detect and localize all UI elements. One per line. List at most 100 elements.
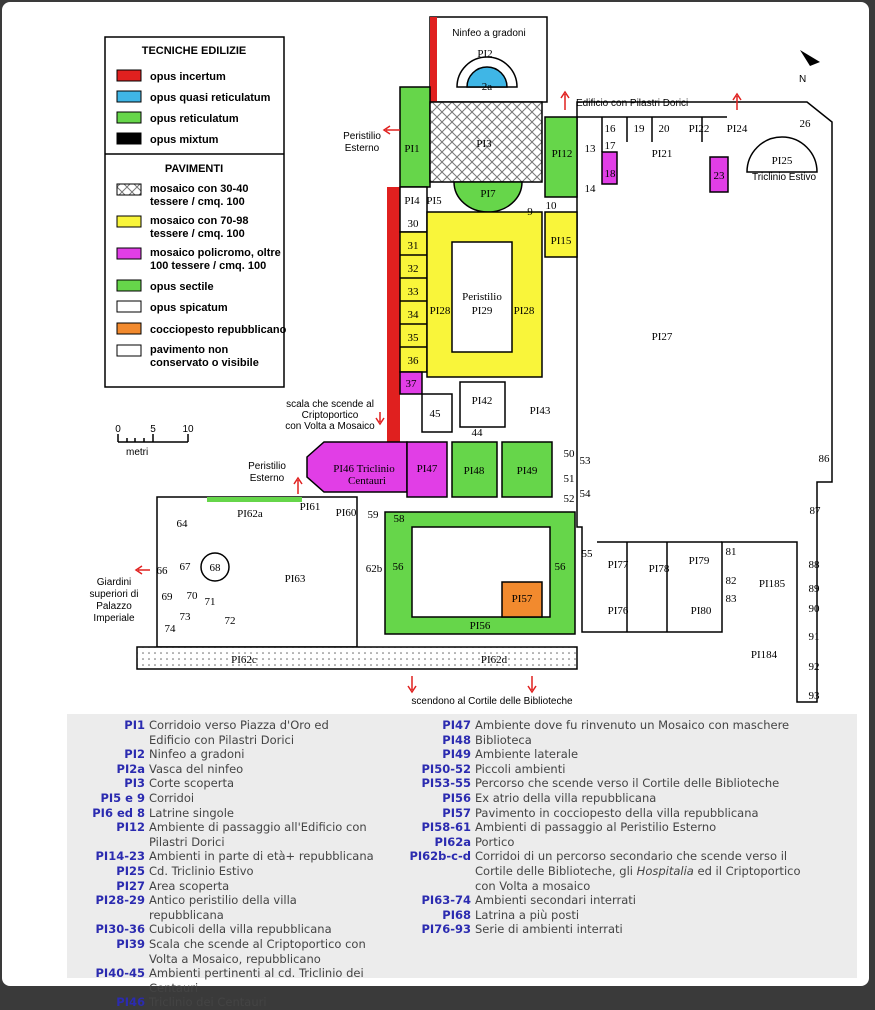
room-code: PI39 (116, 936, 145, 951)
map-label: PI61 (300, 501, 321, 513)
map-label: PI43 (530, 405, 551, 417)
map-label: 36 (408, 355, 420, 367)
map-label: PI185 (759, 578, 786, 590)
legend-item: 100 tessere / cmq. 100 (150, 260, 266, 272)
room-labels: PI2 2a PI1 PI3 PI12 PI7 PI4 30 31 32 33 … (157, 48, 831, 702)
map-label: Criptoportico (302, 410, 359, 421)
room-description: Ex atrio della villa repubblicana (475, 791, 855, 806)
map-label: Ninfeo a gradoni (452, 28, 525, 39)
description-line: Latrine singole (149, 805, 234, 820)
room-code: PI53-55 (421, 776, 472, 791)
description-line: Triclinio dei Centauri (149, 995, 267, 1010)
description-line: Vasca del ninfeo (149, 761, 244, 776)
floor-plan: TECNICHE EDILIZIE opus incertum opus qua… (90, 16, 833, 707)
map-label: 92 (809, 661, 820, 673)
description-line: Corridoi di un percorso secondario che s… (475, 849, 788, 864)
description-line: Ambienti in parte di età+ repubblicana (149, 849, 374, 864)
map-label: 56 (393, 561, 405, 573)
room-description: Ambienti di passaggio al Peristilio Este… (475, 820, 855, 835)
room-code: PI6 ed 8 (92, 805, 145, 820)
map-label: 50 (564, 448, 576, 460)
map-label: PI28 (430, 305, 451, 317)
room-code: PI5 e 9 (100, 790, 145, 805)
map-label: 20 (659, 123, 671, 135)
room-key-entry: PI6 ed 8 Latrine singole (7, 806, 457, 821)
map-label: 82 (726, 575, 737, 587)
room-code: PI30-36 (95, 922, 146, 937)
room-description: Corridoi di un percorso secondario che s… (475, 849, 855, 893)
map-label: 51 (564, 473, 575, 485)
description-line: Pavimento in cocciopesto della villa rep… (475, 805, 759, 820)
legend-item: opus quasi reticulatum (150, 92, 271, 104)
map-label: 83 (726, 593, 738, 605)
map-label: 59 (368, 509, 380, 521)
description-line: Ambienti di passaggio al Peristilio Este… (475, 820, 717, 835)
map-label: 81 (726, 546, 737, 558)
description-line: Ambiente laterale (475, 747, 579, 762)
room-description: Serie di ambienti interrati (475, 922, 855, 937)
map-label: 34 (408, 309, 420, 321)
legend-item: mosaico con 70-98 (150, 215, 248, 227)
map-label: PI2 (477, 48, 492, 60)
room-description: Ambiente dove fu rinvenuto un Mosaico co… (475, 718, 855, 733)
map-label: 44 (472, 427, 484, 439)
legend-item: opus sectile (150, 281, 214, 293)
description-line: repubblicana (149, 907, 224, 922)
map-label: metri (126, 447, 148, 458)
map-label: PI77 (608, 559, 629, 571)
description-line: Ambienti secondari interrati (475, 893, 636, 908)
description-line: Biblioteca (475, 732, 532, 747)
map-label: 90 (809, 603, 821, 615)
room-description: Ambiente laterale (475, 747, 855, 762)
map-label: Triclinio Estivo (752, 172, 817, 183)
room-description: Ambienti in parte di età+ repubblicana (149, 849, 457, 864)
map-label: PI22 (689, 123, 710, 135)
map-label: 66 (157, 565, 169, 577)
description-line: Percorso che scende verso il Cortile del… (475, 776, 780, 791)
room-code: PI56 (442, 790, 471, 805)
description-line: Cd. Triclinio Estivo (149, 863, 254, 878)
room-description: Triclinio dei Centauri (149, 995, 457, 1010)
description-line: Cortile delle Biblioteche, gli Hospitali… (475, 863, 801, 878)
map-label: 13 (585, 143, 597, 155)
room-description: Ninfeo a gradoni (149, 747, 457, 762)
room-code: PI12 (116, 820, 145, 835)
room-description: Portico (475, 835, 855, 850)
room-description: Corridoi (149, 791, 457, 806)
map-label: PI184 (751, 649, 778, 661)
map-label: 72 (225, 615, 236, 627)
description-line: Corte scoperta (149, 776, 235, 791)
plan-structures (136, 16, 833, 703)
description-line: Portico (475, 834, 515, 849)
map-label: 26 (800, 118, 812, 130)
map-label: 2a (482, 81, 493, 93)
map-label: 14 (585, 183, 597, 195)
map-label: Imperiale (93, 613, 135, 624)
legend-item: tessere / cmq. 100 (150, 228, 245, 240)
legend-item: cocciopesto repubblicano (150, 324, 287, 336)
description-line: Latrina a più posti (475, 907, 580, 922)
scale-bar: 0 5 10 metri (115, 424, 194, 458)
map-label: PI48 (464, 465, 485, 477)
map-label: PI42 (472, 395, 493, 407)
map-label: 16 (605, 123, 617, 135)
room-description: Corte scoperta (149, 776, 457, 791)
map-label: 23 (714, 170, 726, 182)
map-label: Palazzo (96, 601, 132, 612)
map-label: PI4 (404, 195, 420, 207)
description-line: Corridoi (149, 790, 195, 805)
annotations: Ninfeo a gradoni Edificio con Pilastri D… (90, 28, 817, 707)
